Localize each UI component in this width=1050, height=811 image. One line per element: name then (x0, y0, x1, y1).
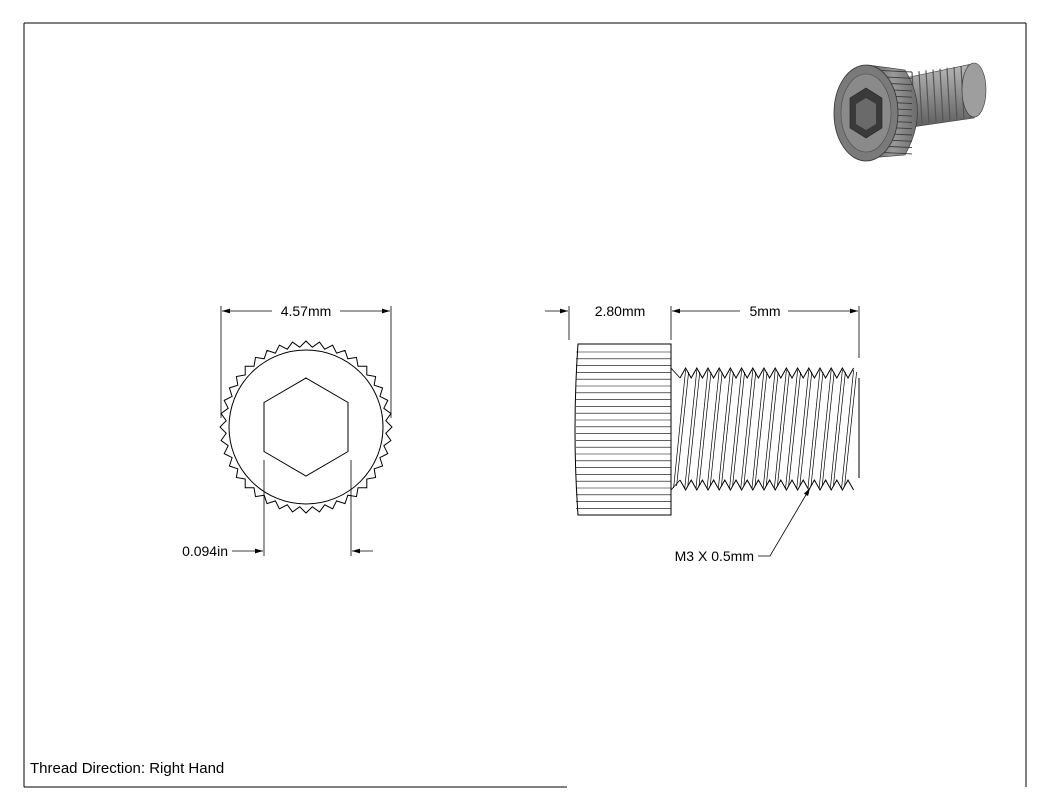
thread-root-line (676, 371, 689, 487)
thread-root-line (698, 371, 712, 487)
thread-crest-line (774, 369, 787, 489)
iso-thread-line (932, 69, 937, 122)
thread-crest-line (718, 369, 731, 489)
side-view (574, 343, 860, 516)
dim-head-diameter: 4.57mm (220, 303, 392, 418)
thread-crest-line (740, 369, 754, 489)
thread-crest-line (684, 369, 698, 489)
iso-thread-line (946, 67, 951, 121)
head-height-label: 2.80mm (595, 303, 646, 319)
thread-crest-line (751, 369, 765, 489)
thread-crest-line (673, 369, 686, 489)
thread-direction-note: Thread Direction: Right Hand (30, 760, 225, 777)
thread-root-line (721, 371, 734, 487)
dim-thread-length: 5mm (670, 303, 860, 358)
thread-crest-line (695, 369, 709, 489)
thread-root-line (810, 371, 824, 487)
dim-hex-socket: 0.094in (182, 460, 373, 559)
thread-root-line (844, 371, 857, 487)
thread-root-line (777, 371, 790, 487)
head-diameter-label: 4.57mm (281, 303, 332, 319)
thread-crest-line (729, 369, 742, 489)
thread-root-line (754, 371, 768, 487)
front-view (219, 340, 393, 514)
thread-callout: M3 X 0.5mm (675, 487, 811, 564)
thread-callout-label: M3 X 0.5mm (675, 548, 754, 564)
hex-socket (263, 377, 349, 477)
iso-thread-line (953, 66, 958, 120)
thread-root-line (799, 371, 813, 487)
iso-thread-line (925, 70, 930, 123)
side-view-thread (670, 366, 860, 492)
thread-crest-line (818, 369, 832, 489)
thread-root-line (709, 371, 723, 487)
thread-root-line (833, 371, 846, 487)
counterbore-circle (228, 349, 384, 505)
thread-root-line (788, 371, 801, 487)
thread-root-line (743, 371, 757, 487)
thread-crest-line (807, 369, 821, 489)
thread-root-line (687, 371, 701, 487)
iso-thread-line (918, 71, 923, 124)
thread-root-line (732, 371, 745, 487)
thread-crest-line (785, 369, 798, 489)
thread-crest-line (706, 369, 720, 489)
isometric-view (833, 62, 987, 162)
sheet-border (23, 22, 1027, 788)
thread-crest-line (830, 369, 843, 489)
hex-socket-label: 0.094in (182, 543, 228, 559)
thread-length-label: 5mm (749, 303, 780, 319)
thread-root-line (765, 371, 779, 487)
knurled-head-outline (219, 340, 393, 514)
thread-crest-line (841, 369, 854, 489)
thread-crest-line (762, 369, 776, 489)
thread-root-line (821, 371, 835, 487)
side-view-head (574, 343, 672, 516)
thread-crest-line (796, 369, 810, 489)
iso-thread-line (939, 68, 944, 122)
dim-head-height: 2.80mm (545, 303, 645, 340)
